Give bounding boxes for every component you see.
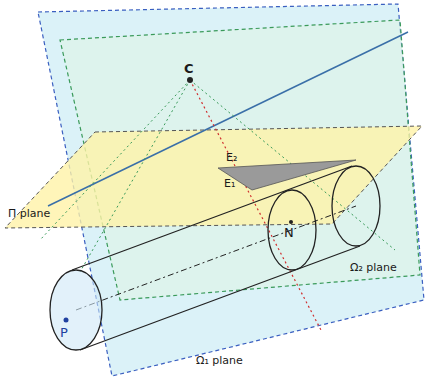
plane-label: N — [284, 226, 294, 239]
point — [289, 220, 293, 224]
plane-label: C — [184, 62, 194, 75]
plane-label: Ω₁ plane — [196, 355, 243, 366]
projection-line — [190, 80, 395, 250]
point — [187, 77, 193, 83]
normal-line — [190, 80, 322, 332]
projection-line — [80, 80, 190, 272]
projection-line — [40, 80, 190, 240]
plane-label: E₁ — [224, 178, 235, 189]
cylinder-axis — [76, 206, 356, 310]
point — [64, 318, 69, 323]
cylinder-edge — [72, 166, 352, 270]
plane-label: Π plane — [8, 208, 50, 219]
plane-label: Ω₂ plane — [350, 262, 397, 273]
plane-label: P — [60, 326, 68, 339]
cylinder-end — [50, 270, 102, 350]
cylinder-section — [268, 190, 316, 270]
line — [48, 32, 408, 206]
plane-label: E₂ — [226, 152, 237, 163]
pi-plane — [5, 126, 422, 228]
cylinder-edge — [80, 246, 360, 350]
cylinder-end — [332, 166, 380, 246]
